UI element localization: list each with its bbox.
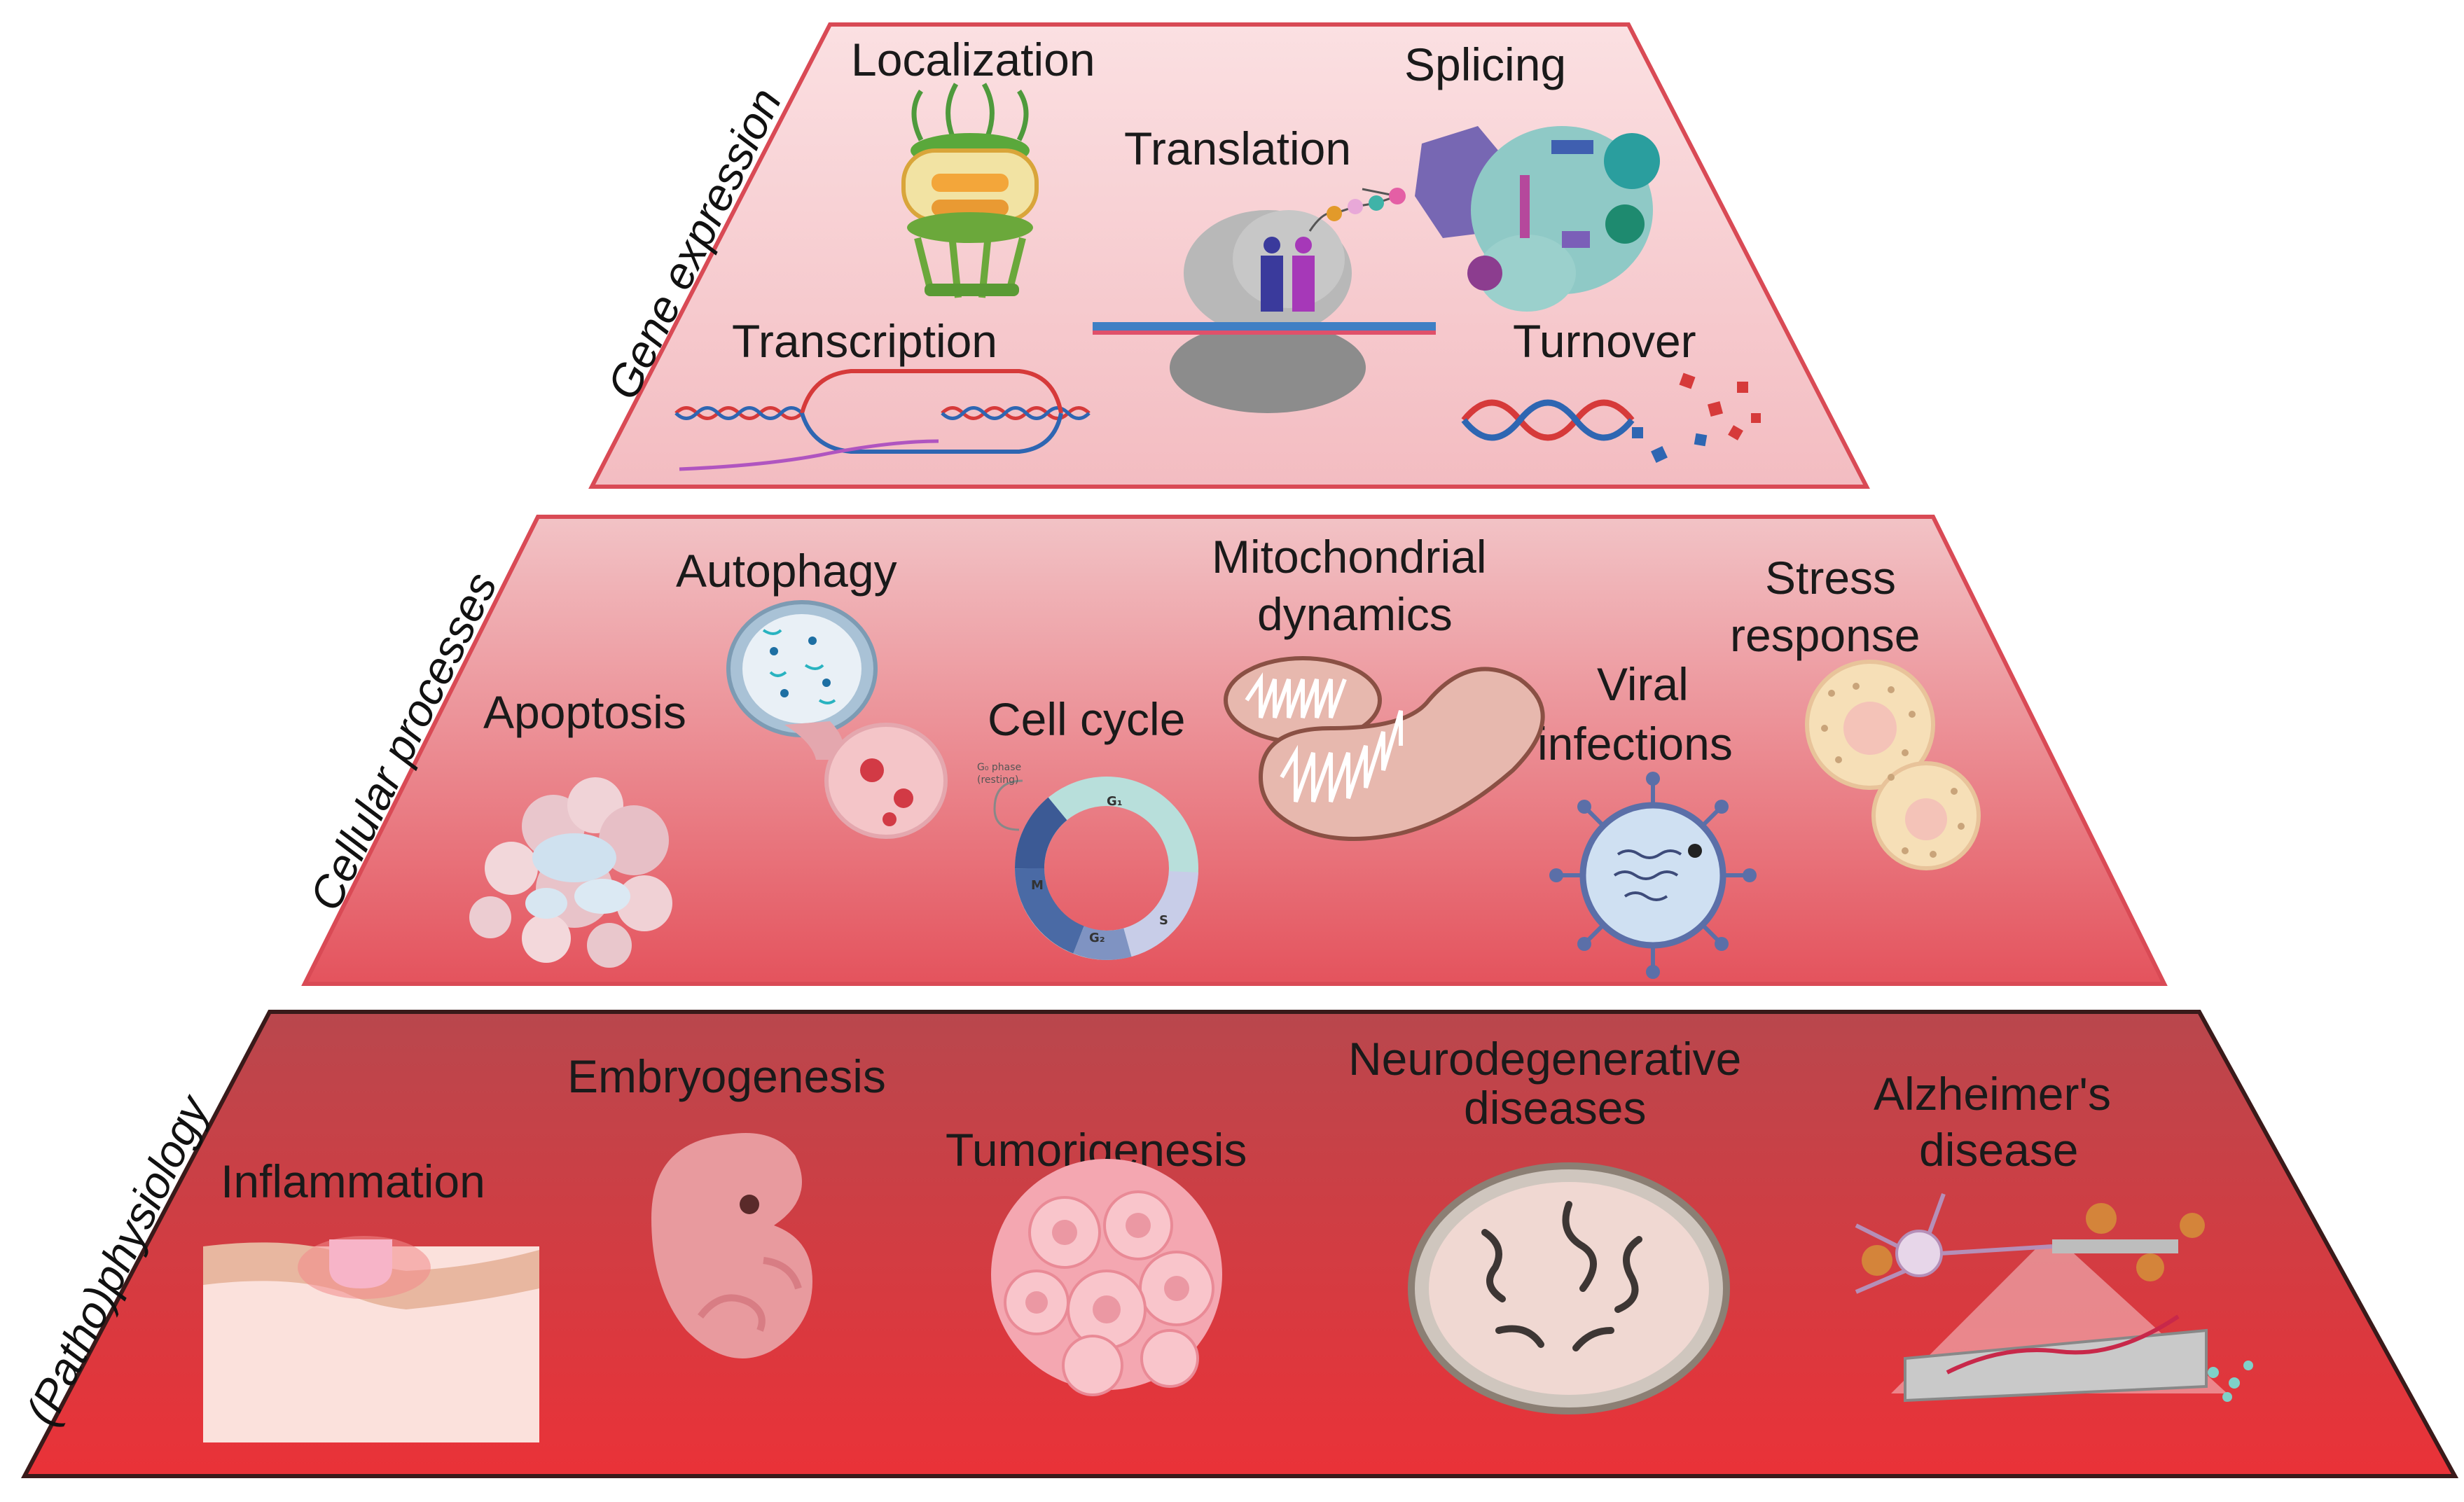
label-viral: Viral [1597,658,1689,710]
label-splicing: Splicing [1404,39,1566,90]
stress-granule-cells-icon [1805,660,1981,870]
brain-section-icon [1408,1162,1730,1414]
label-cell-cycle: Cell cycle [988,693,1185,745]
label-infections: infections [1537,718,1733,770]
label-localization: Localization [851,34,1095,85]
cell-cycle-s-label: S [1159,913,1168,928]
ribosome-icon [1093,188,1436,413]
label-transcription: Transcription [732,315,997,367]
cell-cycle-g2-label: G₂ [1089,931,1105,945]
cell-cycle-g1-label: G₁ [1107,794,1123,809]
label-autophagy: Autophagy [676,545,897,597]
label-translation: Translation [1124,123,1351,174]
label-apoptosis: Apoptosis [483,686,686,738]
cell-cycle-icon: G₀ phase (resting) G₁ S G₂ M [977,762,1198,960]
tier-pathophysiology [21,1010,2459,1478]
label-inflammation: Inflammation [221,1155,485,1207]
label-neurodegenerative: Neurodegenerative [1348,1033,1741,1085]
cell-cycle-m-label: M [1031,878,1044,893]
label-diseases: diseases [1464,1082,1647,1134]
label-mitochondrial: Mitochondrial [1212,531,1487,583]
neuron-amyloid-icon [1855,1192,2253,1403]
virus-icon [1549,772,1757,979]
label-turnover: Turnover [1513,315,1696,367]
transcription-dna-icon [674,369,1091,471]
label-disease: disease [1919,1124,2079,1176]
cell-cycle-g0-sub-label: (resting) [977,774,1018,786]
label-stress: Stress [1765,552,1896,604]
inflamed-skin-icon [203,1236,539,1442]
mitochondria-icon [1224,656,1545,841]
label-dynamics: dynamics [1257,588,1453,640]
embryo-icon [651,1133,812,1358]
tumor-cells-icon [991,1159,1222,1396]
autophagosome-icon [726,600,948,839]
label-embryogenesis: Embryogenesis [567,1050,886,1102]
label-alzheimers: Alzheimer's [1874,1068,2111,1120]
spliceosome-icon [1415,126,1660,312]
label-response: response [1730,609,1920,661]
apoptotic-cell-icon [469,777,672,968]
cell-cycle-g0-label: G₀ phase [977,762,1021,773]
rna-turnover-icon [1461,373,1761,463]
nuclear-pore-icon [901,83,1039,298]
